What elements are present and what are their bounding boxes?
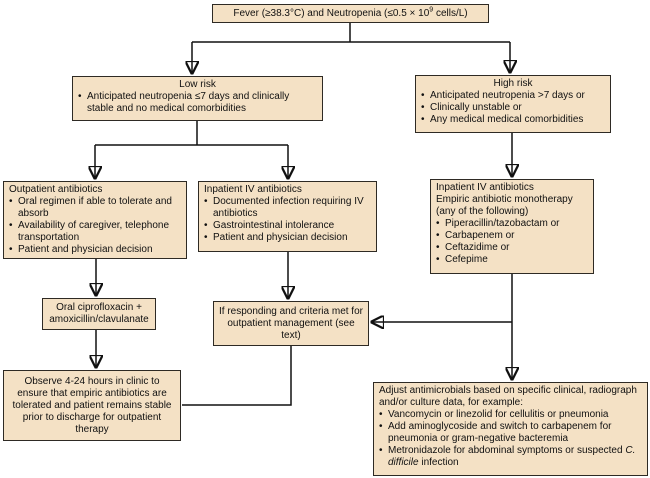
list-item: • Clinically unstable or [421,102,605,114]
bullet-text: Oral regimen if able to tolerate and abs… [18,196,172,219]
bullet-marker: • [9,196,13,207]
list-item: • Patient and physician decision [9,244,181,256]
bullet-marker: • [78,91,82,102]
list-item: • Cefepime [436,254,588,266]
inpatient-right-title: Inpatient IV antibiotics [436,182,534,193]
adjust-antimicrobials-box: Adjust antimicrobials based on specific … [373,382,648,476]
bullet-text: Carbapenem or [445,230,515,241]
list-item: • Patient and physician decision [204,232,371,244]
oral-ciprofloxacin-box: Oral ciprofloxacin + amoxicillin/clavula… [42,298,156,330]
bullet-text: Documented infection requiring IV antibi… [213,196,364,219]
inpatient-right-subtitle2: (any of the following) [436,206,529,217]
observe-box: Observe 4-24 hours in clinic to ensure t… [3,370,181,441]
bullet-text: Cefepime [445,254,488,265]
bullet-text: Availability of caregiver, telephone tra… [18,220,170,243]
list-item: • Oral regimen if able to tolerate and a… [9,196,181,220]
bullet-text: Patient and physician decision [18,244,153,255]
if-responding-text: If responding and criteria met for outpa… [219,305,363,341]
observe-text: Observe 4-24 hours in clinic to ensure t… [12,375,172,435]
outpatient-antibiotics-box: Outpatient antibiotics • Oral regimen if… [3,181,187,259]
low-risk-title: Low risk [179,79,216,90]
inpatient-iv-antibiotics-box: Inpatient IV antibiotics • Documented in… [198,181,377,252]
high-risk-title: High risk [493,78,533,89]
inpatient-right-subtitle: Empiric antibiotic monotherapy [436,194,573,205]
bullet-text: Patient and physician decision [213,232,348,243]
bullet-text: Anticipated neutropenia >7 days or [430,90,585,101]
bullet-marker: • [379,421,383,432]
bullet-text: Piperacillin/tazobactam or [445,218,560,229]
list-item: • Carbapenem or [436,230,588,242]
inpatient-mid-title: Inpatient IV antibiotics [204,184,302,195]
bullet-marker: • [9,220,13,231]
list-item: • Documented infection requiring IV anti… [204,196,371,220]
bullet-text: Gastrointestinal intolerance [213,220,335,231]
list-item: • Add aminoglycoside and switch to carba… [379,421,642,445]
bullet-marker: • [436,254,440,265]
bullet-text: Anticipated neutropenia ≤7 days and clin… [87,91,290,114]
adjust-title: Adjust antimicrobials based on specific … [379,385,637,408]
bullet-marker: • [204,220,208,231]
outpatient-title: Outpatient antibiotics [9,184,103,195]
bullet-marker: • [379,445,383,456]
c-difficile-italic: C. difficile [388,445,636,468]
bullet-text: Clinically unstable or [430,102,522,113]
bullet-text: Metronidazole for abdominal symptoms or … [388,445,636,468]
connector-if-responding-to-observe [182,346,292,406]
fever-neutropenia-box: Fever (≥38.3°C) and Neutropenia (≤0.5 × … [212,4,489,23]
if-responding-box: If responding and criteria met for outpa… [213,301,369,346]
bullet-marker: • [421,102,425,113]
bullet-text: Vancomycin or linezolid for cellulitis o… [388,409,609,420]
bullet-marker: • [436,230,440,241]
list-item: • Availability of caregiver, telephone t… [9,220,181,244]
high-risk-box: High risk • Anticipated neutropenia >7 d… [415,75,611,133]
bullet-text: Any medical medical comorbidities [430,114,584,125]
bullet-marker: • [204,196,208,207]
bullet-marker: • [436,242,440,253]
fever-neutropenia-text: Fever (≥38.3°C) and Neutropenia (≤0.5 × … [233,6,468,19]
list-item: • Vancomycin or linezolid for cellulitis… [379,409,642,421]
inpatient-monotherapy-box: Inpatient IV antibiotics Empiric antibio… [430,179,594,274]
list-item: • Any medical medical comorbidities [421,114,605,126]
superscript-9: 9 [429,6,434,14]
bullet-marker: • [421,90,425,101]
bullet-marker: • [204,232,208,243]
oral-ciprofloxacin-text: Oral ciprofloxacin + amoxicillin/clavula… [49,302,149,325]
list-item: • Gastrointestinal intolerance [204,220,371,232]
list-item: • Metronidazole for abdominal symptoms o… [379,445,642,469]
bullet-marker: • [9,244,13,255]
list-item: • Anticipated neutropenia >7 days or [421,90,605,102]
bullet-marker: • [421,114,425,125]
bullet-text: Ceftazidime or [445,242,510,253]
bullet-marker: • [379,409,383,420]
list-item: • Piperacillin/tazobactam or [436,218,588,230]
bullet-marker: • [436,218,440,229]
list-item: • Ceftazidime or [436,242,588,254]
bullet-text: Add aminoglycoside and switch to carbape… [388,421,612,444]
list-item: • Anticipated neutropenia ≤7 days and cl… [78,91,317,115]
low-risk-box: Low risk • Anticipated neutropenia ≤7 da… [72,76,323,121]
